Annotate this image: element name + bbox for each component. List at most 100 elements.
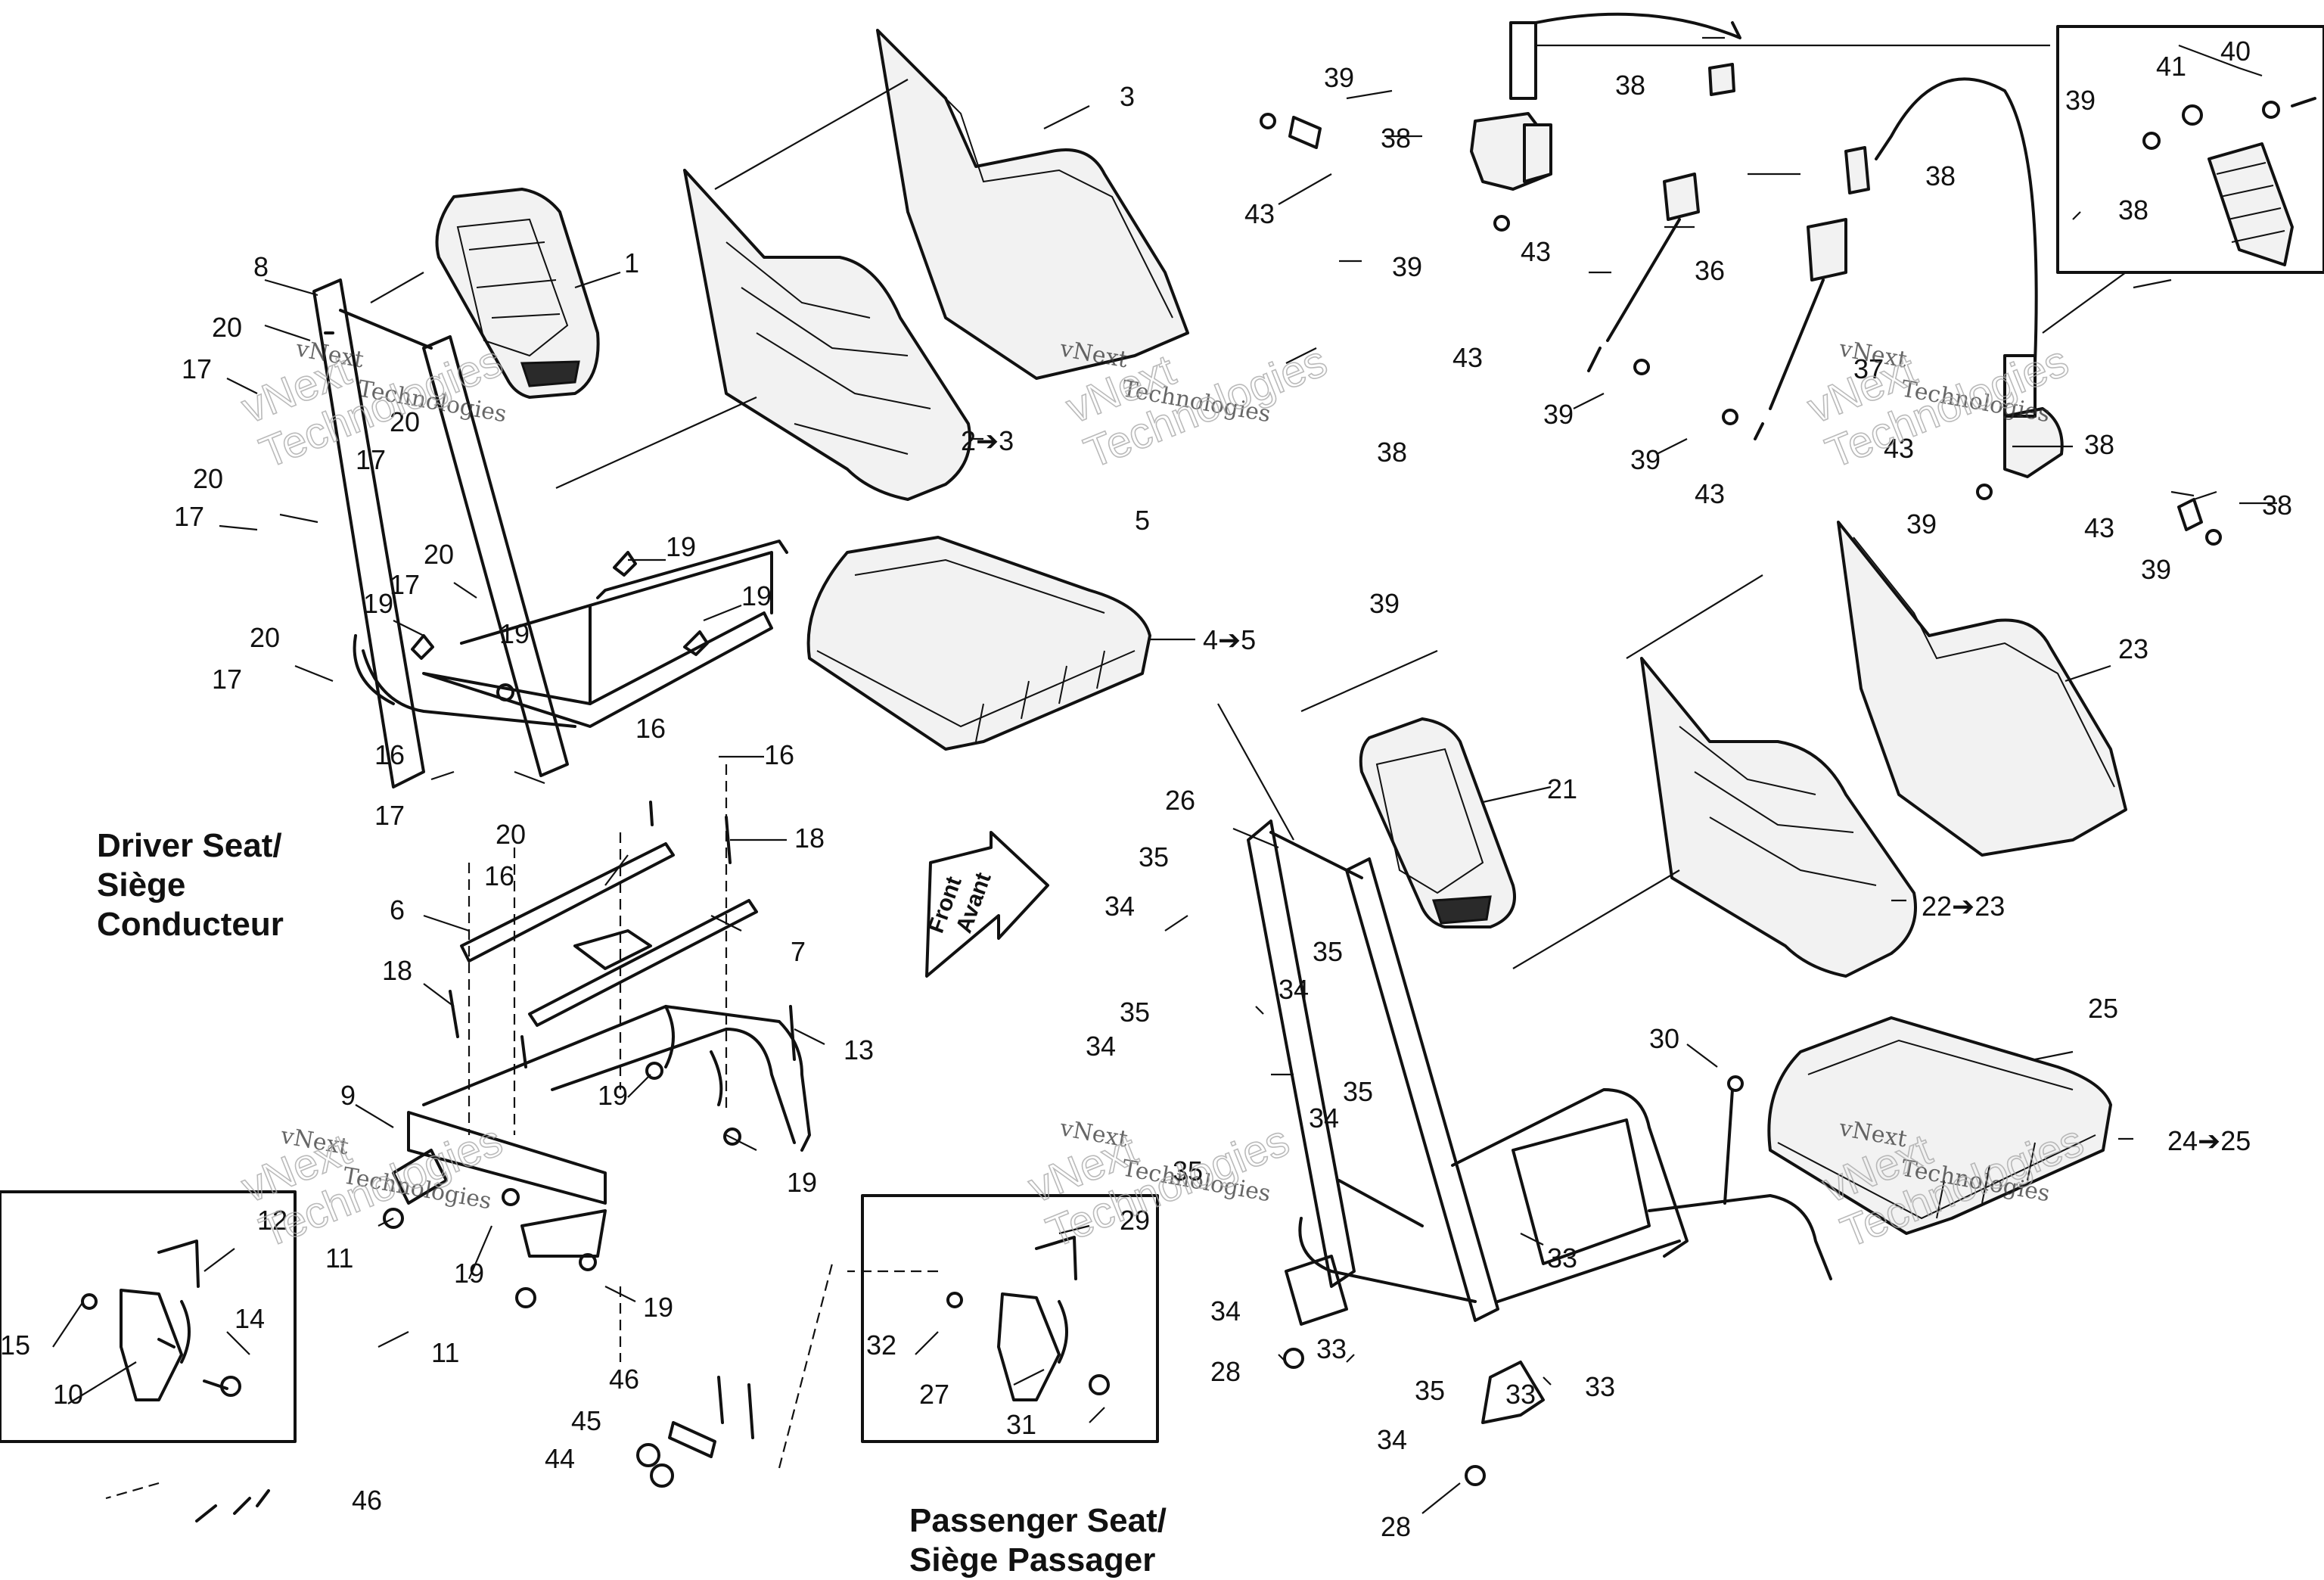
callout-label: 34	[1086, 1031, 1116, 1062]
passenger-seat-frame	[1247, 820, 1832, 1424]
callout-label: 39	[1392, 251, 1422, 282]
callout-label: 17	[174, 501, 204, 532]
callout-label: 30	[1649, 1023, 1679, 1054]
callout-label: 15	[0, 1330, 30, 1361]
callout-label: 34	[1105, 891, 1135, 922]
callout-label: 13	[844, 1034, 874, 1065]
callout-label: 35	[1343, 1076, 1373, 1107]
callout-label: 20	[212, 312, 242, 343]
callout-label: 38	[2262, 490, 2292, 521]
callout-label: 46	[609, 1364, 639, 1395]
driver-title-line1: Driver Seat/	[97, 827, 282, 864]
callout-label: 18	[794, 823, 825, 854]
callout-label: 11	[325, 1243, 353, 1274]
callout-label: 17	[212, 664, 242, 695]
callout-label: 19	[499, 618, 530, 649]
passenger-title-line2: Siège Passager	[909, 1541, 1156, 1578]
callout-label: 17	[356, 444, 386, 475]
callout-label: 38	[1381, 123, 1411, 154]
callout-label: 31	[1006, 1409, 1036, 1440]
callout-label: 43	[1695, 478, 1725, 509]
callout-label: 39	[1324, 62, 1354, 93]
driver-seat-frame	[312, 278, 788, 788]
callout-label: 19	[643, 1292, 673, 1323]
callout-label: 39	[1543, 399, 1574, 430]
exploded-view-arrows	[105, 44, 2127, 1500]
callout-label: 33	[1505, 1379, 1536, 1410]
callout-label: 16	[635, 713, 666, 744]
callout-label: 34	[1377, 1424, 1407, 1455]
callout-label: 17	[390, 569, 420, 600]
callout-label: 39	[1630, 444, 1661, 475]
callout-label: 18	[382, 955, 412, 986]
callout-label: 34	[1279, 974, 1309, 1005]
callout-label: 20	[390, 406, 420, 437]
callout-label: 33	[1585, 1371, 1615, 1402]
front-direction-arrow: Front Avant	[924, 831, 1049, 978]
callout-label: 39	[2141, 554, 2171, 585]
passenger-headrest	[1359, 717, 1516, 928]
callout-label: 41	[2156, 51, 2186, 82]
callout-label: 7	[791, 936, 806, 967]
driver-seat-base	[392, 1005, 811, 1258]
callout-label: 19	[741, 580, 772, 611]
callout-label: 10	[53, 1379, 83, 1410]
callout-label: 45	[571, 1405, 601, 1436]
driver-seat-rails	[460, 842, 758, 1027]
callout-label: 34	[1210, 1295, 1241, 1327]
callout-label: 36	[1695, 255, 1725, 286]
callout-label: 21	[1547, 773, 1577, 804]
passenger-title-line1: Passenger Seat/	[909, 1502, 1167, 1539]
passenger-fasteners	[1283, 1075, 1744, 1486]
driver-seat-cushion	[806, 536, 1151, 751]
callout-label: 38	[1615, 70, 1645, 101]
callout-leader-lines	[52, 36, 2277, 1514]
callout-label: 35	[1173, 1155, 1203, 1187]
driver-fasteners	[383, 551, 796, 1308]
callout-label: 9	[340, 1080, 356, 1111]
passenger-seat-cushion	[1767, 1016, 2112, 1235]
callout-label: 35	[1415, 1375, 1445, 1406]
callout-label: 39	[1369, 588, 1400, 619]
callout-label: 34	[1309, 1103, 1339, 1134]
callout-label: 43	[2084, 512, 2114, 543]
callout-label: 17	[374, 800, 405, 831]
callout-label: 19	[787, 1167, 817, 1198]
callout-label: 23	[2118, 633, 2148, 664]
callout-label: 16	[374, 739, 405, 770]
callout-label: 39	[2065, 85, 2096, 116]
callout-label: 6	[390, 894, 405, 925]
callout-label: 20	[496, 819, 526, 850]
callout-label: 32	[866, 1330, 896, 1361]
callout-label: 38	[2084, 429, 2114, 460]
passenger-seat-back	[1640, 521, 2127, 978]
callout-label: 20	[424, 539, 454, 570]
callout-label: 35	[1313, 936, 1343, 967]
callout-label: 43	[1521, 236, 1551, 267]
callout-label: 1	[624, 247, 639, 278]
callout-label: 33	[1547, 1243, 1577, 1274]
callout-label: 19	[454, 1258, 484, 1289]
passenger-hardware-44-46	[195, 1376, 754, 1522]
callout-label: 28	[1381, 1511, 1411, 1542]
callout-label: 19	[363, 588, 393, 619]
callout-label: 25	[2088, 993, 2118, 1024]
callout-label: 43	[1884, 433, 1914, 464]
callout-label: 16	[484, 860, 514, 891]
callout-label: 12	[257, 1205, 287, 1236]
callout-label: 40	[2220, 36, 2251, 67]
callout-label: 14	[235, 1303, 265, 1334]
callout-label: 22➔23	[1922, 891, 2005, 922]
callout-label: 43	[1452, 342, 1483, 373]
driver-detail-box	[0, 1190, 297, 1443]
callout-label: 37	[1853, 353, 1884, 384]
callout-label: 20	[193, 463, 223, 494]
callout-label: 19	[598, 1080, 628, 1111]
passenger-detail-box	[861, 1194, 1159, 1443]
callout-label: 11	[431, 1337, 459, 1368]
callout-label: 24➔25	[2167, 1125, 2251, 1156]
callout-label: 29	[1120, 1205, 1150, 1236]
callout-label: 38	[1925, 160, 1956, 191]
